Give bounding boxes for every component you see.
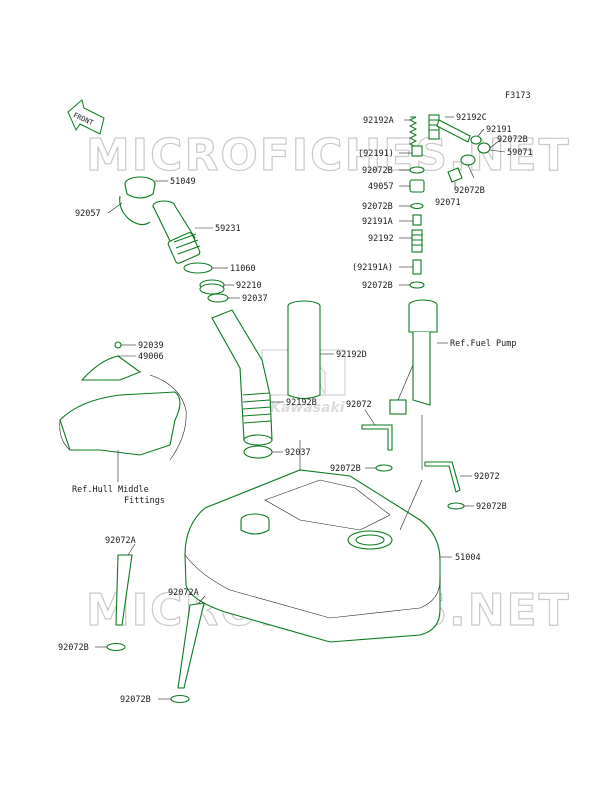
label-92072B-mid: 92072B [330, 464, 361, 474]
hull-middle-fittings [59, 341, 187, 461]
label-92192B: 92192B [286, 398, 317, 408]
label-92072A-right: 92072A [168, 588, 199, 598]
strap-92072A-right [177, 602, 205, 689]
clip-92072B-mid [375, 464, 393, 472]
label-59231: 59231 [215, 224, 241, 234]
clip-92072B-bl1 [106, 642, 126, 652]
fuel-tank [184, 469, 441, 643]
vent-assembly [408, 114, 491, 289]
label-92072B-bottom-left1: 92072B [58, 643, 89, 653]
strap-92072A-left [115, 554, 133, 626]
leader-lines [95, 116, 506, 700]
label-51004: 51004 [455, 553, 481, 563]
kawasaki-logo-text: Kawasaki [270, 400, 345, 416]
label-92072-upper: 92072 [346, 400, 372, 410]
label-92192A: 92192A [363, 116, 394, 126]
ref-hull-middle-line1: Ref.Hull Middle [72, 485, 149, 495]
label-92072B-top-right: 92072B [497, 135, 528, 145]
label-49006: 49006 [138, 352, 164, 362]
clamp-92037-bottom [243, 445, 273, 459]
bracket-92072-upper [361, 424, 393, 451]
label-92210: 92210 [236, 281, 262, 291]
label-92037-top: 92037 [242, 294, 268, 304]
label-92072B-left1: 92072B [362, 166, 393, 176]
label-92072A-left: 92072A [105, 536, 136, 546]
label-92039: 92039 [138, 341, 164, 351]
label-92191A-paren: (92191A) [352, 263, 393, 273]
label-92072-right: 92072 [474, 472, 500, 482]
clip-92072B-right [447, 502, 465, 510]
label-92072B-right-low: 92072B [476, 502, 507, 512]
label-49057: 49057 [368, 182, 394, 192]
label-92071: 92071 [435, 198, 461, 208]
label-92072B-bottom-left2: 92072B [120, 695, 151, 705]
label-92072B-left3: 92072B [362, 281, 393, 291]
label-92057: 92057 [75, 209, 101, 219]
filler-neck [152, 200, 201, 264]
bracket-92072-right [424, 461, 461, 493]
clamp-92210 [199, 279, 225, 295]
watermark-top: MICROFICHES.NET [86, 130, 571, 181]
label-92191A: 92191A [362, 217, 393, 227]
fuel-pump [389, 299, 438, 415]
ref-fuel-pump: Ref.Fuel Pump [450, 339, 517, 349]
filler-hose [211, 309, 273, 446]
front-arrow-icon: FRONT [67, 99, 105, 135]
label-92191-paren: (92191) [358, 149, 394, 159]
label-92192: 92192 [368, 234, 394, 244]
label-59071: 59071 [507, 148, 533, 158]
clamp-92037-top [207, 293, 229, 303]
ref-hull-middle-line2: Fittings [124, 496, 165, 506]
hose-92192D [287, 300, 321, 400]
label-92192D: 92192D [336, 350, 367, 360]
filler-cap [124, 176, 156, 199]
cap-strap [119, 195, 151, 226]
label-92037-bottom: 92037 [285, 448, 311, 458]
label-11060: 11060 [230, 264, 256, 274]
label-92072B-right-mid: 92072B [454, 186, 485, 196]
label-92192C: 92192C [456, 113, 487, 123]
clip-92072B-bl2 [170, 694, 190, 704]
label-51049: 51049 [170, 177, 196, 187]
label-92072B-left2: 92072B [362, 202, 393, 212]
figure-code: F3173 [505, 91, 531, 101]
label-92191-right: 92191 [486, 125, 512, 135]
seal-11060 [183, 262, 213, 274]
